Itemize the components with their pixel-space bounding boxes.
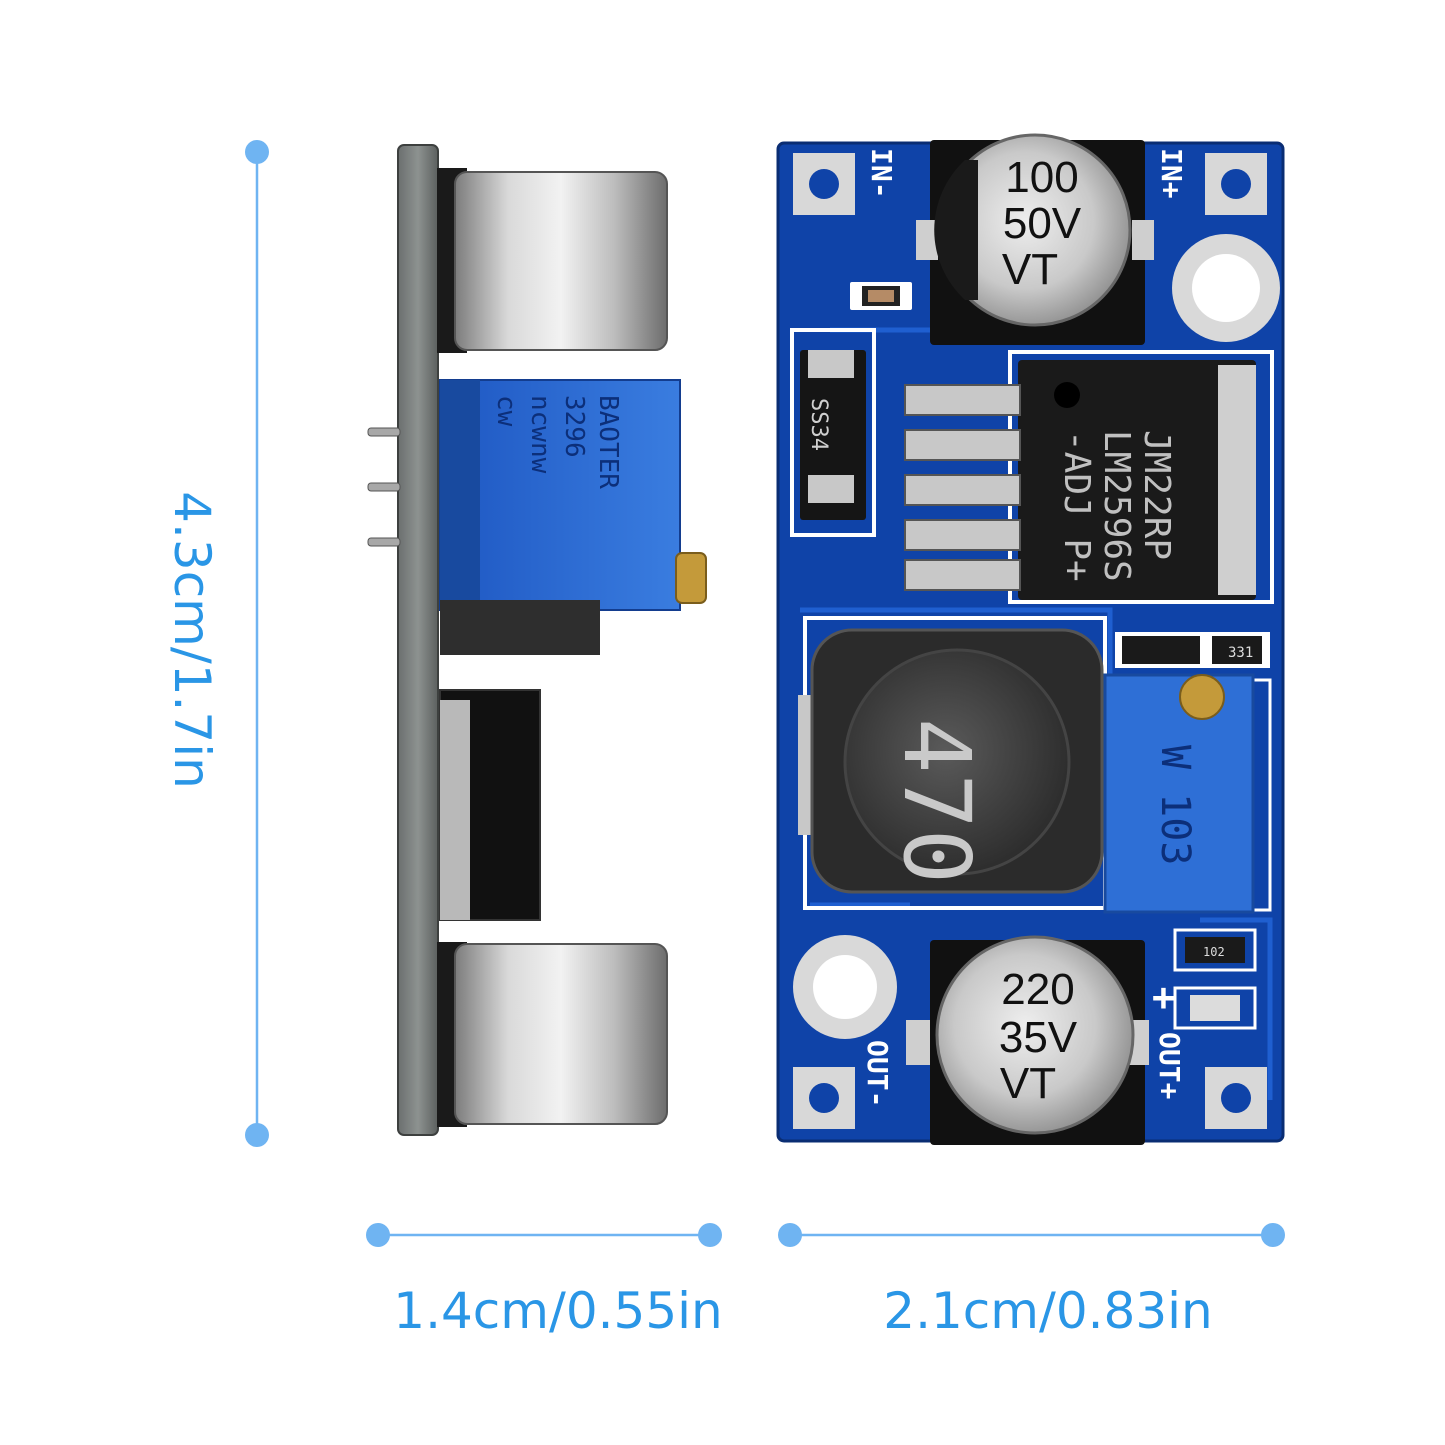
height-dimension: 4.3cm/1.7in: [163, 140, 269, 1147]
side-pcb-edge: [397, 144, 439, 1136]
inductor-label: 470: [883, 718, 990, 884]
out-pos-label: OUT+: [1153, 1032, 1186, 1099]
side-pot-text-4: cw: [491, 395, 521, 427]
input-cap-series: VT: [1002, 245, 1058, 294]
regulator-lm2596: JM22RP LM2596S -ADJ P+: [904, 350, 1274, 604]
front-view-module: IN- IN+ OUT- OUT+ + 100 50V VT: [776, 133, 1285, 1145]
pot-label: W 103: [1152, 745, 1198, 865]
side-width-dimension: 1.4cm/0.55in: [366, 1223, 723, 1340]
input-cap-voltage: 50V: [1003, 199, 1082, 248]
side-input-capacitor: [437, 168, 668, 353]
regulator-line-1: JM22RP: [1136, 430, 1177, 560]
output-cap-voltage: 35V: [999, 1013, 1078, 1062]
power-led: [1190, 995, 1240, 1021]
side-output-capacitor: [437, 942, 668, 1127]
side-width-label: 1.4cm/0.55in: [393, 1282, 722, 1340]
diode-ss34: SS34: [790, 328, 876, 537]
front-width-label: 2.1cm/0.83in: [883, 1282, 1212, 1340]
side-width-left-dot: [366, 1223, 390, 1247]
potentiometer: W 103: [1103, 673, 1272, 914]
front-width-dimension: 2.1cm/0.83in: [778, 1223, 1285, 1340]
corner-pads: [793, 153, 1267, 1129]
output-cap-value: 220: [1001, 965, 1074, 1014]
regulator-line-3: -ADJ P+: [1056, 430, 1097, 582]
side-pot-text-2: 3296: [559, 395, 589, 458]
height-label: 4.3cm/1.7in: [163, 491, 221, 789]
side-pot-text-3: ncwnw: [525, 395, 555, 474]
side-regulator: [439, 689, 541, 921]
side-pot-screw: [675, 552, 707, 604]
small-resistor-label: 331: [1228, 645, 1253, 661]
side-potentiometer: BAOTER 3296 ncwnw cw: [367, 379, 707, 611]
diode-label: SS34: [806, 398, 831, 451]
output-capacitor: 220 35V VT: [906, 935, 1149, 1145]
height-dimension-bottom-dot: [245, 1123, 269, 1147]
side-view-module: BAOTER 3296 ncwnw cw: [367, 144, 707, 1136]
output-cap-series: VT: [1000, 1059, 1056, 1108]
height-dimension-top-dot: [245, 140, 269, 164]
led-resistor-label: 102: [1203, 945, 1225, 959]
in-pos-label: IN+: [1155, 148, 1188, 199]
side-pot-text-1: BAOTER: [593, 395, 623, 489]
led-area: 102: [1173, 928, 1257, 1030]
mounting-holes: [793, 234, 1280, 1039]
pot-area-smd: 331: [1115, 632, 1270, 668]
input-cap-value: 100: [1005, 153, 1078, 202]
in-neg-label: IN-: [865, 148, 898, 199]
plus-symbol: +: [1152, 975, 1175, 1019]
side-pot-pins: [367, 427, 401, 547]
front-width-left-dot: [778, 1223, 802, 1247]
out-neg-label: OUT-: [861, 1040, 894, 1107]
regulator-pins: [904, 384, 1021, 591]
pot-adjust-screw: [1179, 674, 1225, 720]
side-width-right-dot: [698, 1223, 722, 1247]
regulator-line-2: LM2596S: [1096, 430, 1137, 582]
input-capacitor: 100 50V VT: [916, 133, 1154, 345]
input-smd-resistor: [850, 282, 912, 310]
front-width-right-dot: [1261, 1223, 1285, 1247]
inductor: 470: [798, 628, 1112, 894]
side-inductor-top: [440, 600, 600, 655]
